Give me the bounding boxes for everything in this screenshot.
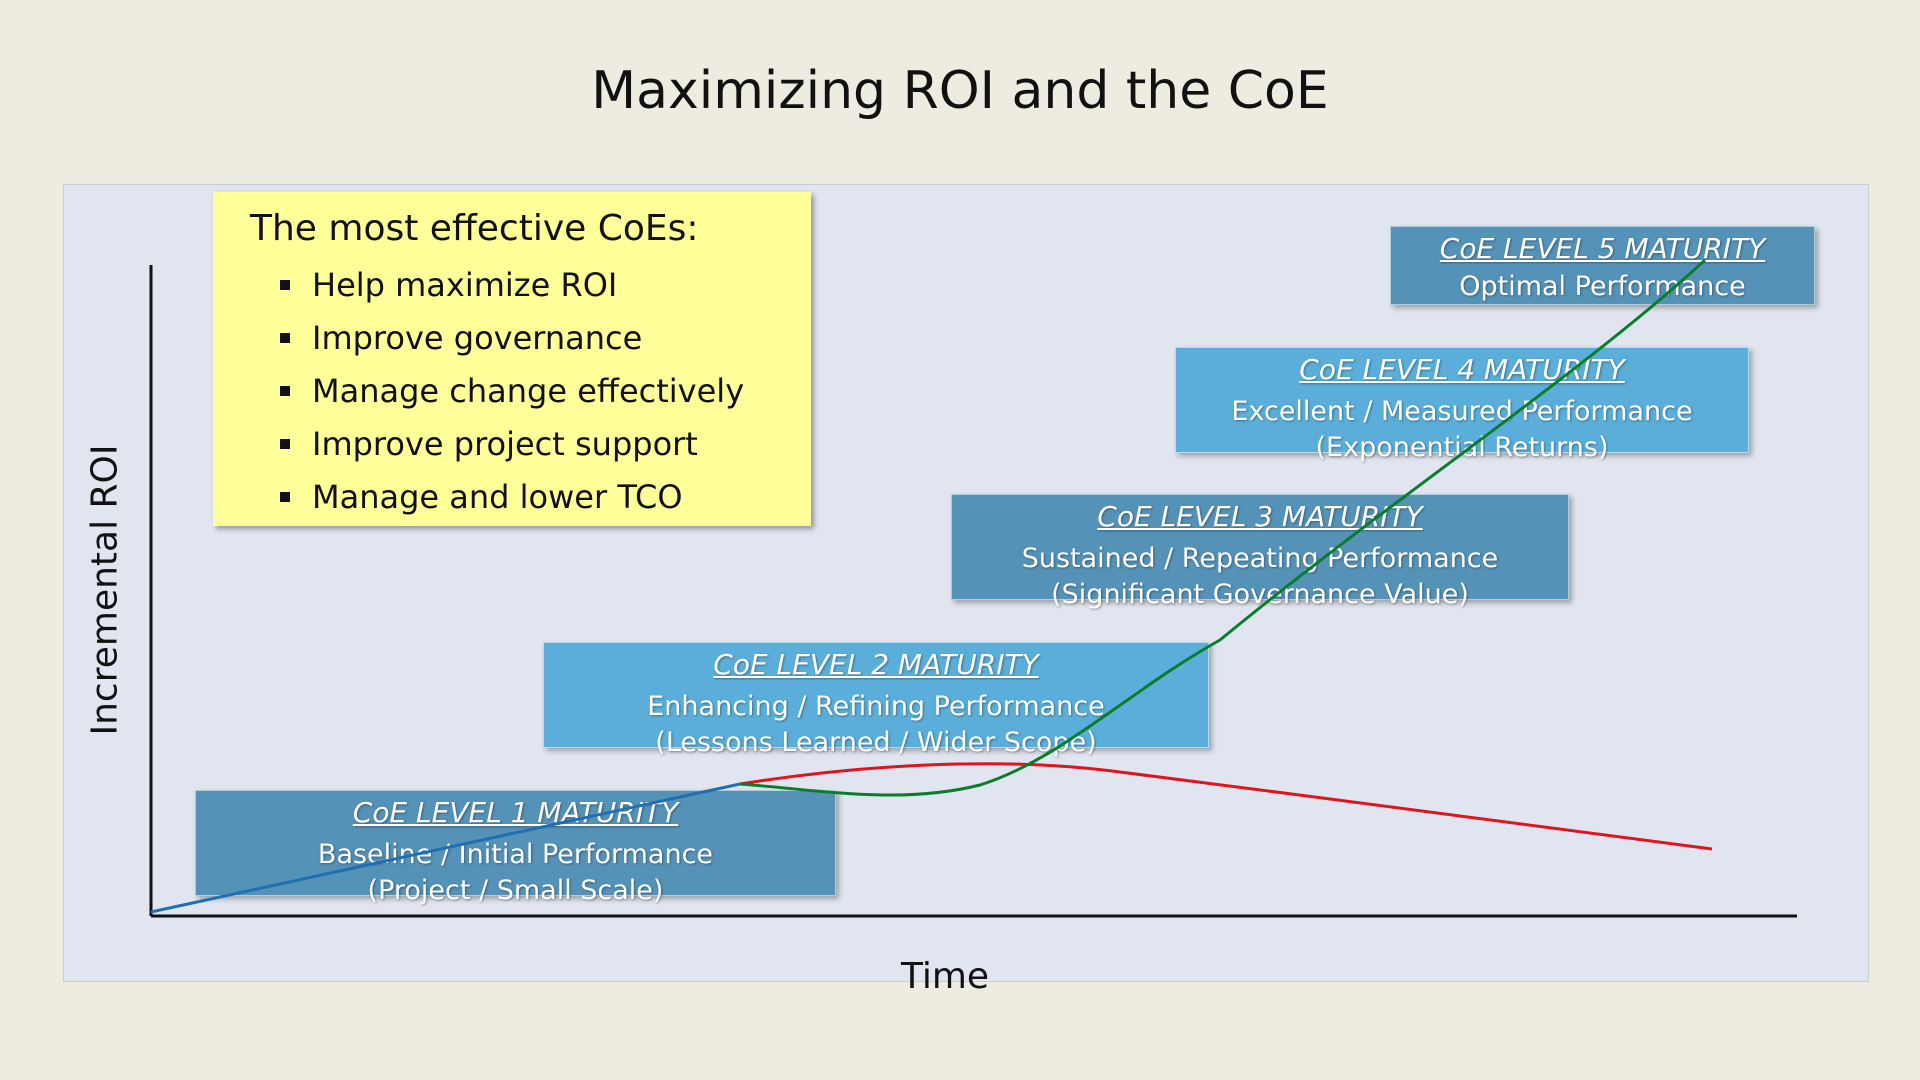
list-item-text: Help maximize ROI (312, 265, 618, 304)
level-1-title: CoE LEVEL 1 MATURITY (352, 796, 679, 829)
level-1-subtitle: (Project / Small Scale) (367, 875, 664, 906)
list-item: Help maximize ROI (280, 258, 811, 311)
list-item-text: Improve project support (312, 424, 698, 463)
bullet-icon (280, 438, 290, 449)
x-axis-label: Time (900, 956, 990, 997)
level-1-box: CoE LEVEL 1 MATURITY Baseline / Initial … (195, 790, 836, 906)
list-item-text: Manage and lower TCO (312, 477, 683, 516)
level-1-description: Baseline / Initial Performance (317, 839, 714, 870)
y-axis-label: Incremental ROI (84, 444, 126, 736)
bullet-icon (280, 385, 290, 396)
note-heading: The most effective CoEs: (250, 208, 699, 249)
level-4-box: CoE LEVEL 4 MATURITY Excellent / Measure… (1175, 347, 1749, 463)
level-2-subtitle: (Lessons Learned / Wider Scope) (655, 727, 1097, 758)
list-item: Improve project support (280, 417, 811, 470)
slide-title: Maximizing ROI and the CoE (591, 61, 1329, 121)
list-item-text: Improve governance (312, 318, 643, 357)
list-item: Manage and lower TCO (280, 470, 811, 523)
level-5-description: Optimal Performance (1459, 271, 1746, 302)
level-5-box: CoE LEVEL 5 MATURITY Optimal Performance (1390, 226, 1815, 305)
level-2-description: Enhancing / Refining Performance (647, 691, 1105, 722)
level-4-description: Excellent / Measured Performance (1231, 396, 1693, 427)
level-4-subtitle: (Exponential Returns) (1315, 432, 1609, 463)
level-3-title: CoE LEVEL 3 MATURITY (1097, 500, 1423, 533)
level-3-subtitle: (Significant Governance Value) (1051, 579, 1469, 610)
note-list: Help maximize ROI Improve governance Man… (250, 258, 811, 523)
list-item-text: Manage change effectively (312, 371, 745, 410)
level-2-box: CoE LEVEL 2 MATURITY Enhancing / Refinin… (543, 642, 1209, 758)
sticky-note: The most effective CoEs: Help maximize R… (213, 192, 811, 526)
level-5-title: CoE LEVEL 5 MATURITY (1439, 232, 1766, 265)
bullet-icon (280, 332, 290, 343)
level-3-description: Sustained / Repeating Performance (1021, 543, 1499, 574)
list-item: Manage change effectively (280, 364, 811, 417)
list-item: Improve governance (280, 311, 811, 364)
level-3-box: CoE LEVEL 3 MATURITY Sustained / Repeati… (951, 494, 1569, 610)
level-4-title: CoE LEVEL 4 MATURITY (1299, 353, 1625, 386)
bullet-icon (280, 279, 290, 290)
level-2-title: CoE LEVEL 2 MATURITY (713, 648, 1039, 681)
bullet-icon (280, 491, 290, 502)
